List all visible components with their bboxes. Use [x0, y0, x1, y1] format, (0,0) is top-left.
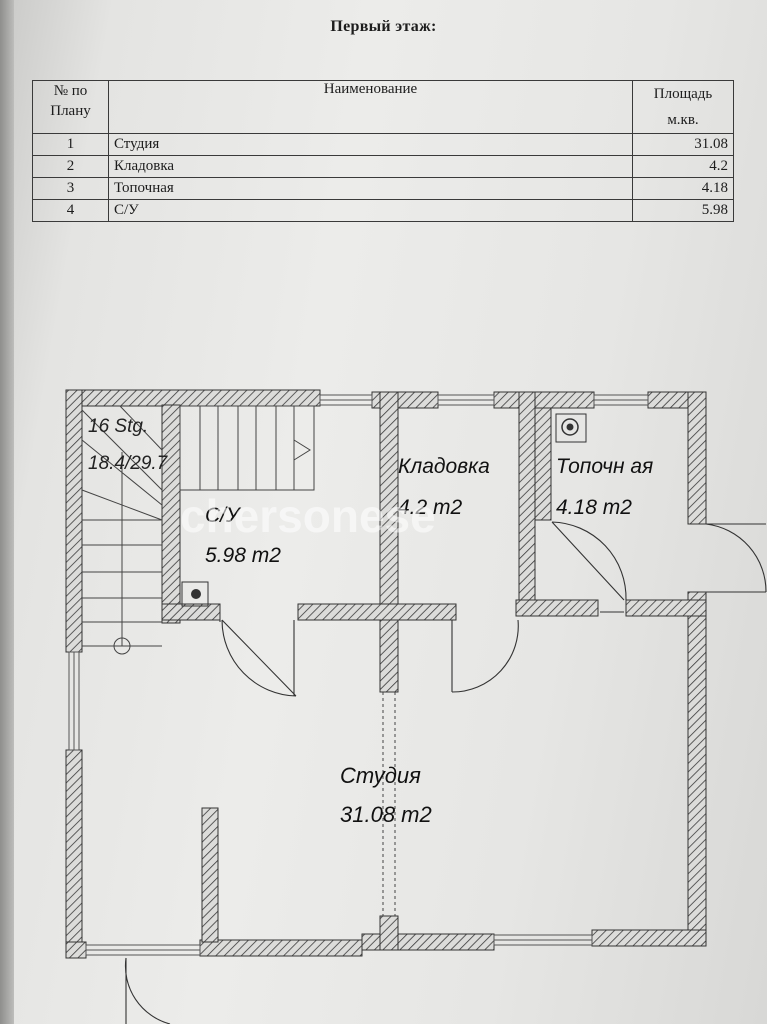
fixtures: [181, 413, 587, 607]
interior-walls: [161, 391, 707, 951]
stair-label-dimensions: 18.4/29.7: [88, 453, 169, 474]
room-name-boiler: Топочн ая: [556, 455, 653, 478]
room-name-storage: Кладовка: [398, 455, 490, 478]
page-title: Первый этаж:: [330, 18, 437, 35]
row-number: 3: [32, 177, 109, 200]
room-area-su: 5.98 m2: [205, 544, 281, 567]
staircase: [81, 405, 315, 655]
row-area: 5.98: [632, 199, 734, 222]
table-header-row: № по Плану Наименование Площадь м.кв.: [32, 80, 734, 134]
sheet-edge-shadow: [0, 0, 14, 1024]
row-name: Студия: [108, 133, 633, 156]
rooms-table: № по Плану Наименование Площадь м.кв. 1 …: [32, 80, 734, 222]
sliding-partition: [382, 692, 396, 916]
row-name: Топочная: [108, 177, 633, 200]
windows: [68, 394, 649, 956]
room-name-su: С/У: [205, 504, 242, 527]
header-name: Наименование: [108, 80, 633, 134]
row-area: 4.2: [632, 155, 734, 178]
row-area: 4.18: [632, 177, 734, 200]
watermark: chersonese: [180, 490, 436, 542]
row-number: 2: [32, 155, 109, 178]
stair-label-steps: 16 Stg.: [88, 416, 148, 437]
header-area: Площадь м.кв.: [632, 80, 734, 134]
row-name: Кладовка: [108, 155, 633, 178]
table-row: 3 Топочная 4.18: [32, 177, 734, 200]
row-number: 4: [32, 199, 109, 222]
header-number: № по Плану: [32, 80, 109, 134]
floor-plan: 16 Stg. 18.4/29.7 С/У 5.98 m2 Кладовка 4…: [65, 389, 767, 1024]
row-area: 31.08: [632, 133, 734, 156]
doors: [124, 521, 767, 1024]
row-name: С/У: [108, 199, 633, 222]
table-row: 4 С/У 5.98: [32, 199, 734, 222]
room-area-studio: 31.08 m2: [340, 802, 432, 827]
room-area-storage: 4.2 m2: [398, 496, 463, 519]
table-row: 2 Кладовка 4.2: [32, 155, 734, 178]
room-name-studio: Студия: [340, 763, 421, 788]
room-area-boiler: 4.18 m2: [556, 496, 632, 519]
table-row: 1 Студия 31.08: [32, 133, 734, 156]
row-number: 1: [32, 133, 109, 156]
